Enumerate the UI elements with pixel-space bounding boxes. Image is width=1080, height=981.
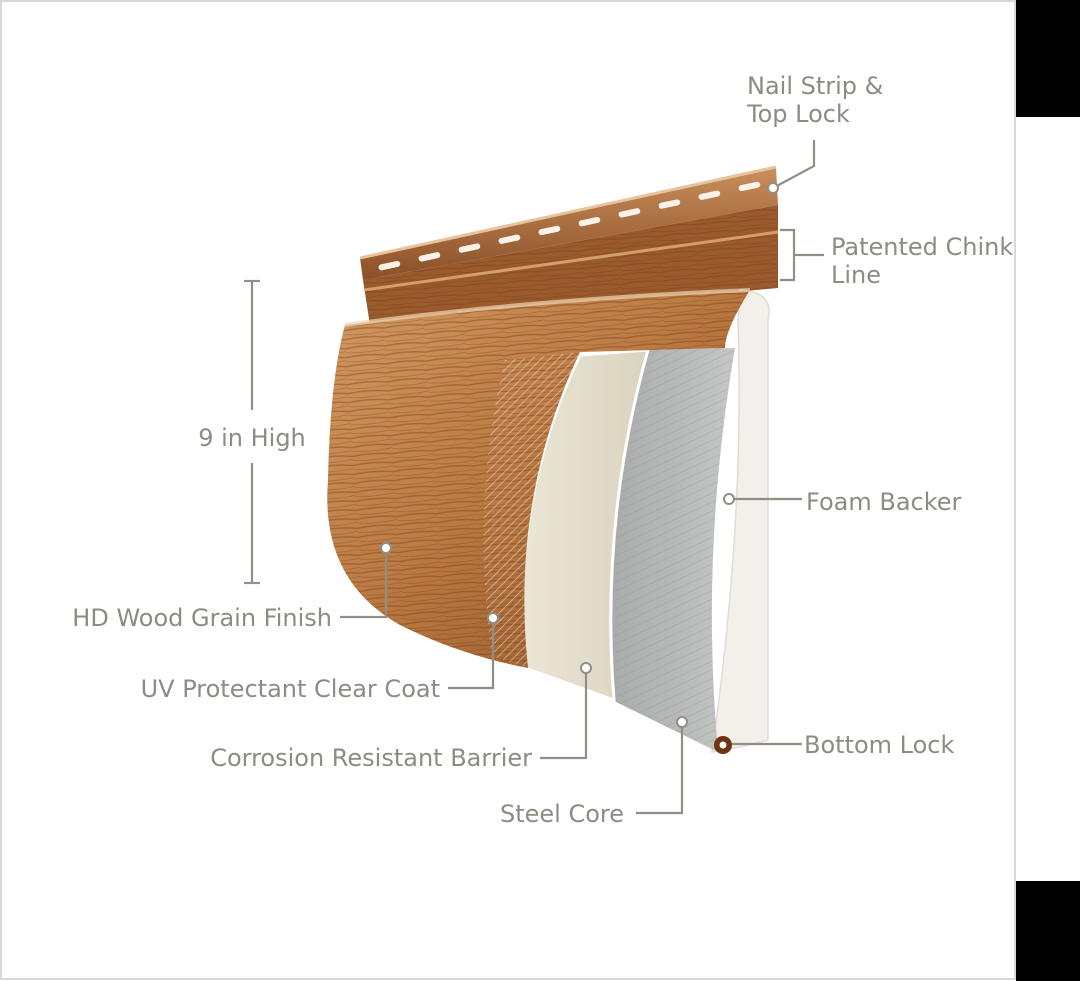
label-foam-backer: Foam Backer: [806, 488, 962, 516]
dot-corrosion-barrier: [580, 662, 592, 674]
siding-panel: [327, 165, 779, 754]
label-wood-grain: HD Wood Grain Finish: [72, 604, 332, 632]
leader-corrosion-barrier: [540, 668, 588, 760]
label-chink-line-line1: Patented Chink: [831, 233, 1013, 261]
label-corrosion-barrier: Corrosion Resistant Barrier: [210, 744, 532, 772]
edge-tab-top: [1016, 0, 1080, 117]
bracket-chink-line: [780, 228, 796, 282]
callout-dots: [380, 182, 779, 728]
label-clear-coat: UV Protectant Clear Coat: [141, 675, 440, 703]
edge-tab-bottom: [1016, 881, 1080, 981]
corrosion-barrier-layer: [520, 348, 651, 703]
dot-steel-core: [676, 716, 688, 728]
nail-slot: [618, 208, 641, 218]
label-bottom-lock: Bottom Lock: [804, 731, 954, 759]
nail-slot: [658, 199, 681, 209]
nail-slot: [578, 216, 601, 227]
label-chink-line-line2: Line: [831, 261, 881, 289]
image-frame: [0, 0, 1016, 980]
nail-slot: [538, 225, 561, 236]
label-nail-strip-line2: Top Lock: [746, 100, 850, 128]
leader-steel-core: [636, 722, 684, 815]
label-nail-strip-line1: Nail Strip &: [747, 72, 883, 100]
nail-slots: [378, 181, 761, 271]
leader-lines: [244, 140, 824, 815]
nail-slot: [698, 190, 721, 200]
leader-nail-strip: [772, 140, 816, 189]
dot-foam-backer: [723, 493, 735, 505]
nail-slot: [738, 181, 761, 192]
nail-slot: [458, 243, 481, 253]
dot-nail-strip: [767, 182, 779, 194]
label-steel-core: Steel Core: [500, 800, 624, 828]
nail-slot: [498, 234, 521, 244]
leader-clear-coat: [448, 618, 495, 690]
leader-wood-grain: [340, 548, 388, 619]
clear-coat-layer: [483, 352, 580, 668]
nail-slot: [378, 260, 401, 271]
label-height: 9 in High: [198, 424, 306, 452]
nail-slot: [418, 252, 441, 262]
dot-wood-grain: [380, 542, 392, 554]
dot-clear-coat: [487, 612, 499, 624]
